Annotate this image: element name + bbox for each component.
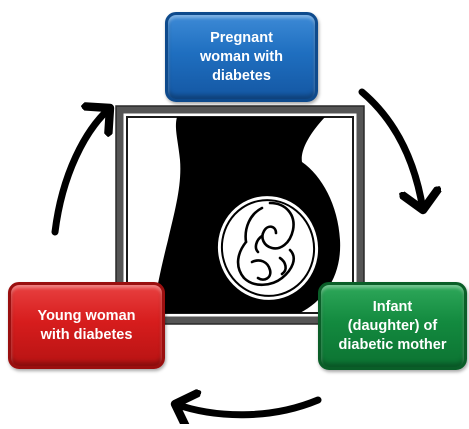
node-label: Infant (daughter) of diabetic mother bbox=[339, 298, 447, 355]
arrow-infant-to-young bbox=[175, 400, 318, 415]
node-young-woman-with-diabetes: Young woman with diabetes bbox=[8, 282, 165, 369]
node-label: Pregnant woman with diabetes bbox=[200, 29, 283, 86]
arrow-pregnant-to-infant bbox=[362, 92, 423, 210]
arrow-young-to-pregnant bbox=[55, 108, 110, 232]
node-infant-of-diabetic-mother: Infant (daughter) of diabetic mother bbox=[318, 282, 467, 370]
node-pregnant-woman-with-diabetes: Pregnant woman with diabetes bbox=[165, 12, 318, 102]
node-label: Young woman with diabetes bbox=[37, 307, 135, 345]
